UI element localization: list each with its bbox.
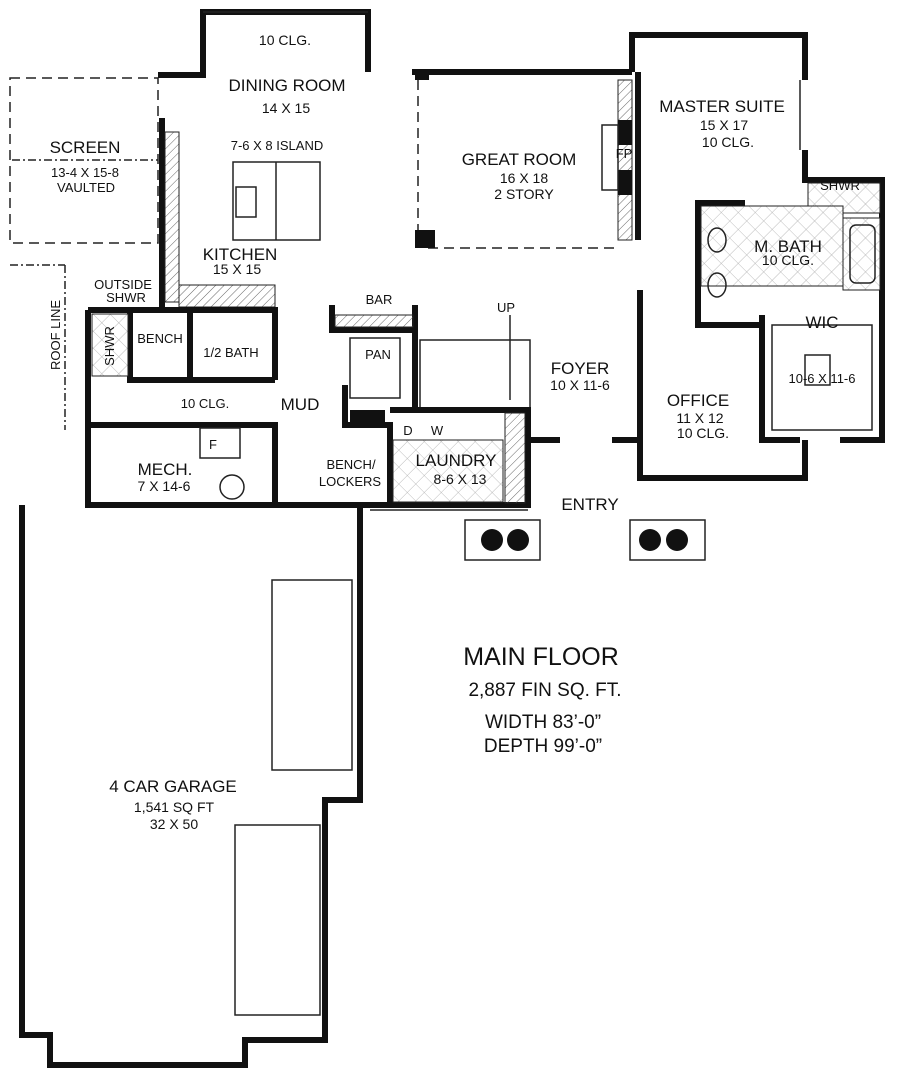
wic-name: WIC: [805, 313, 838, 332]
fireplace-label: FP: [616, 146, 633, 161]
mud-label: MUD: [281, 395, 320, 414]
garage-size: 32 X 50: [150, 816, 198, 832]
garage-name: 4 CAR GARAGE: [109, 777, 237, 796]
master-shower-label: SHWR: [820, 178, 860, 193]
bench-lockers-label-2: LOCKERS: [319, 474, 381, 489]
bar-label: BAR: [366, 292, 393, 307]
screen-name: SCREEN: [50, 138, 121, 157]
master-bath-name: M. BATH: [754, 237, 822, 256]
bench-label: BENCH: [137, 331, 183, 346]
kitchen-size: 15 X 15: [213, 261, 261, 277]
shower-label: SHWR: [102, 326, 117, 366]
plan-title: MAIN FLOOR: [463, 643, 619, 671]
plan-summary: MAIN FLOOR 2,887 FIN SQ. FT. WIDTH 83’-0…: [463, 643, 621, 757]
screen-note: VAULTED: [57, 180, 115, 195]
great-room-name: GREAT ROOM: [462, 150, 577, 169]
laundry-size: 8-6 X 13: [434, 471, 487, 487]
bench-lockers-label-1: BENCH/: [326, 457, 376, 472]
room-labels: 10 CLG. DINING ROOM 14 X 15 7-6 X 8 ISLA…: [48, 32, 860, 832]
pantry-label: PAN: [365, 347, 391, 362]
island-size: 7-6 X 8 ISLAND: [231, 138, 324, 153]
dining-room-name: DINING ROOM: [228, 76, 345, 95]
master-suite-size: 15 X 17: [700, 117, 748, 133]
foyer-name: FOYER: [551, 359, 610, 378]
furnace-label: F: [209, 437, 217, 452]
office-name: OFFICE: [667, 391, 729, 410]
master-suite-ceiling: 10 CLG.: [702, 134, 754, 150]
walls: [9, 9, 885, 1068]
wic-size: 10-6 X 11-6: [789, 371, 856, 386]
mech-size: 7 X 14-6: [138, 478, 191, 494]
dryer-label: D: [403, 423, 412, 438]
master-bath-ceiling: 10 CLG.: [762, 252, 814, 268]
foyer-size: 10 X 11-6: [550, 377, 610, 393]
dining-ceiling: 10 CLG.: [259, 32, 311, 48]
garage-area: 1,541 SQ FT: [134, 799, 215, 815]
office-size: 11 X 12: [676, 410, 723, 426]
kitchen-name: KITCHEN: [203, 245, 278, 264]
great-room-size: 16 X 18: [500, 170, 548, 186]
half-bath-label: 1/2 BATH: [203, 345, 258, 360]
mech-name: MECH.: [138, 460, 193, 479]
entry-label: ENTRY: [561, 495, 618, 514]
plan-area: 2,887 FIN SQ. FT.: [468, 680, 621, 701]
outside-shower-label-1: OUTSIDE: [94, 277, 152, 292]
plan-width: WIDTH 83’-0”: [485, 712, 601, 733]
washer-label: W: [431, 423, 444, 438]
plan-depth: DEPTH 99’-0”: [484, 736, 602, 757]
master-suite-name: MASTER SUITE: [659, 97, 785, 116]
outside-shower-label-2: SHWR: [106, 290, 146, 305]
screen-size: 13-4 X 15-8: [51, 165, 119, 180]
dining-room-size: 14 X 15: [262, 100, 310, 116]
roof-line-label: ROOF LINE: [48, 300, 63, 370]
laundry-name: LAUNDRY: [416, 451, 497, 470]
mud-ceiling: 10 CLG.: [181, 396, 229, 411]
great-room-note: 2 STORY: [494, 186, 554, 202]
stairs-up-label: UP: [497, 300, 515, 315]
office-ceiling: 10 CLG.: [677, 425, 729, 441]
